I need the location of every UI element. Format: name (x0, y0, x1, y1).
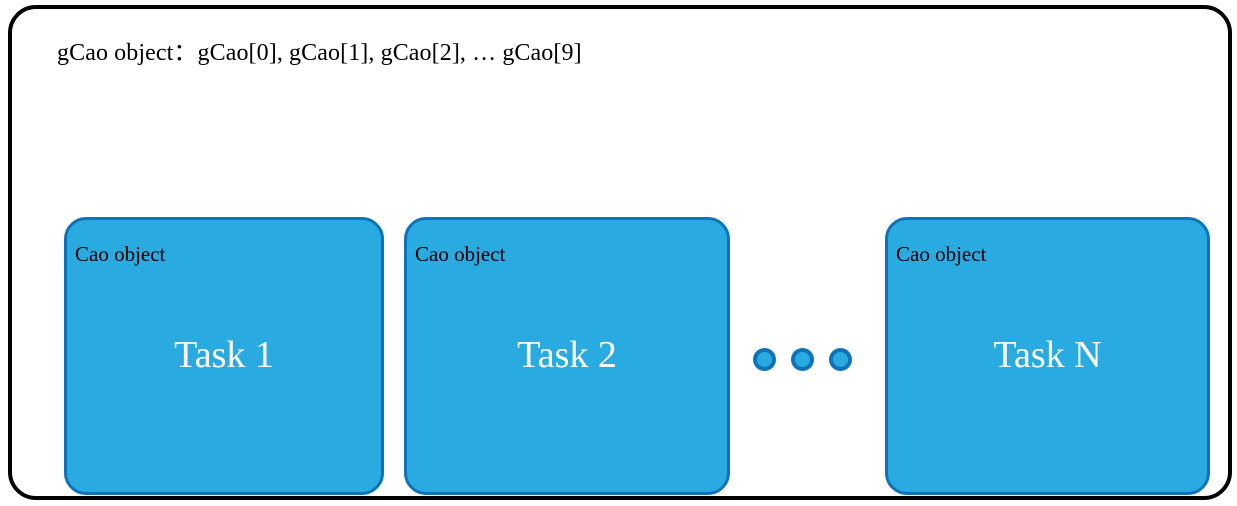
task-box-2[interactable]: Cao object Task 2 (404, 217, 730, 495)
cao-object-tag: Cao object (415, 242, 506, 266)
gcao-object-label: gCao object：gCao[0], gCao[1], gCao[2], …… (57, 40, 582, 66)
ellipsis-dot-icon (753, 348, 776, 371)
ellipsis-dot-icon (791, 348, 814, 371)
task-title: Task 1 (174, 334, 274, 376)
cao-object-tag: Cao object (75, 242, 166, 266)
ellipsis-dot-icon (829, 348, 852, 371)
gcao-object-container: gCao object：gCao[0], gCao[1], gCao[2], …… (8, 5, 1232, 500)
task-box-n[interactable]: Cao object Task N (885, 217, 1210, 495)
ellipsis-dots (753, 348, 852, 371)
task-title: Task N (993, 334, 1102, 376)
task-box-1[interactable]: Cao object Task 1 (64, 217, 384, 495)
task-title: Task 2 (517, 334, 617, 376)
cao-object-tag: Cao object (896, 242, 987, 266)
